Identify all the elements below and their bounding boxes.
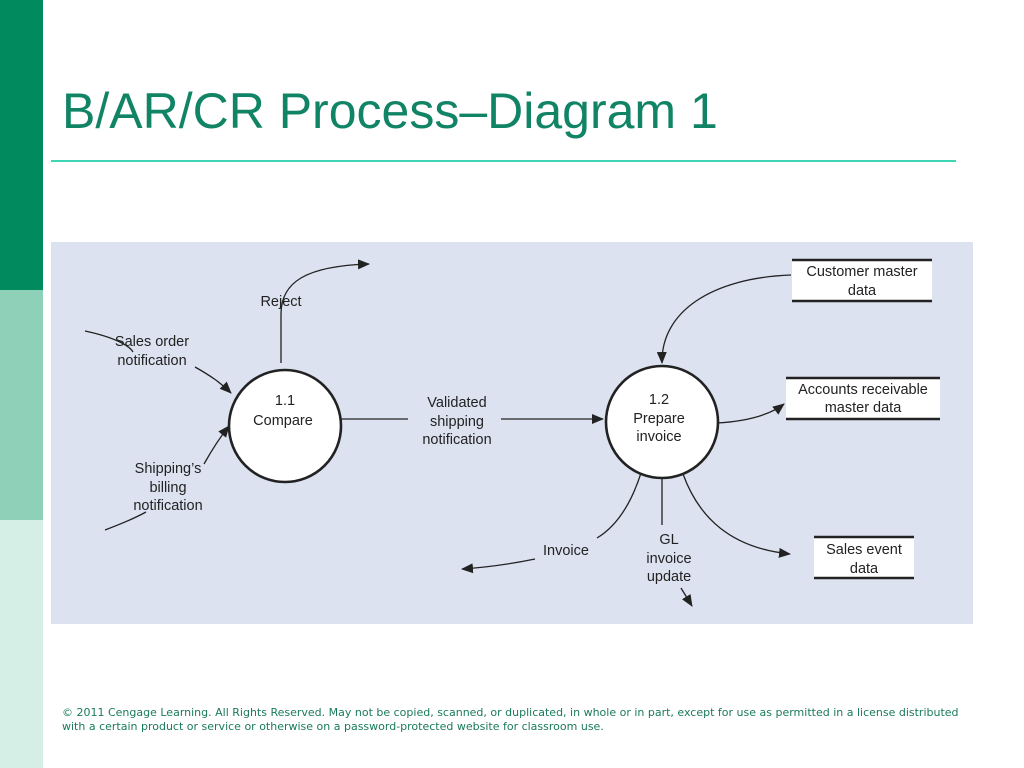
title-divider xyxy=(51,160,956,162)
flow-invoice-arrow xyxy=(461,558,536,574)
flow-validated-label-line1: Validated xyxy=(427,395,486,411)
process-compare-name: Compare xyxy=(253,413,313,429)
flow-sales-order-label-line1: Sales order xyxy=(115,334,189,350)
flow-billing-label-line1: Shipping’s xyxy=(135,461,202,477)
data-flow-diagram: 1.1 Compare 1.2 Prepare invoice Customer… xyxy=(84,258,940,607)
process-compare: 1.1 Compare xyxy=(227,368,343,484)
flow-billing-label-line2: billing xyxy=(149,480,186,496)
process-prepare-invoice-name-line1: Prepare xyxy=(633,411,685,427)
process-prepare-invoice-number: 1.2 xyxy=(649,392,669,408)
datastore-customer-master: Customer master data xyxy=(792,258,932,303)
datastore-sales-event-line1: Sales event xyxy=(826,542,902,558)
accent-band-dark xyxy=(0,0,43,290)
flow-reject-label: Reject xyxy=(260,294,301,310)
slide-title: B/AR/CR Process–Diagram 1 xyxy=(62,83,718,139)
accent-band-light xyxy=(0,520,43,768)
flow-validated-label-line2: shipping xyxy=(430,414,484,430)
flow-customer-master-arrow xyxy=(656,274,792,364)
flow-gl-label-line2: invoice xyxy=(646,551,691,567)
flow-billing-tail xyxy=(104,511,147,531)
flow-sales-order-tail xyxy=(84,330,134,353)
flow-sales-order-label-line2: notification xyxy=(117,353,186,369)
flow-gl-label-line3: update xyxy=(647,569,691,585)
flow-billing-label-line3: notification xyxy=(133,498,202,514)
datastore-sales-event-line2: data xyxy=(850,561,879,577)
datastore-ar-master-line2: master data xyxy=(825,400,902,416)
process-compare-number: 1.1 xyxy=(275,393,295,409)
datastore-ar-master-line1: Accounts receivable xyxy=(798,382,928,398)
flow-reject-arrow xyxy=(280,259,370,363)
process-prepare-invoice: 1.2 Prepare invoice xyxy=(604,364,720,480)
datastore-sales-event: Sales event data xyxy=(814,535,914,580)
flow-validated-label-line3: notification xyxy=(422,432,491,448)
flow-sales-event-arrow xyxy=(682,473,791,558)
flow-invoice-line xyxy=(596,472,642,539)
flow-invoice-label: Invoice xyxy=(543,543,589,559)
datastore-customer-master-line1: Customer master xyxy=(806,264,917,280)
diagram-panel: 1.1 Compare 1.2 Prepare invoice Customer… xyxy=(51,242,973,624)
copyright-notice: © 2011 Cengage Learning. All Rights Rese… xyxy=(62,706,959,733)
flow-billing-arrow xyxy=(203,425,230,465)
accent-band-mid xyxy=(0,290,43,520)
process-prepare-invoice-name-line2: invoice xyxy=(636,429,681,445)
flow-gl-arrow xyxy=(680,587,693,607)
flow-gl-label-line1: GL xyxy=(659,532,678,548)
datastore-customer-master-line2: data xyxy=(848,283,877,299)
flow-ar-master-arrow xyxy=(716,403,785,424)
flow-sales-order-arrow xyxy=(194,366,232,394)
datastore-ar-master: Accounts receivable master data xyxy=(786,376,940,421)
